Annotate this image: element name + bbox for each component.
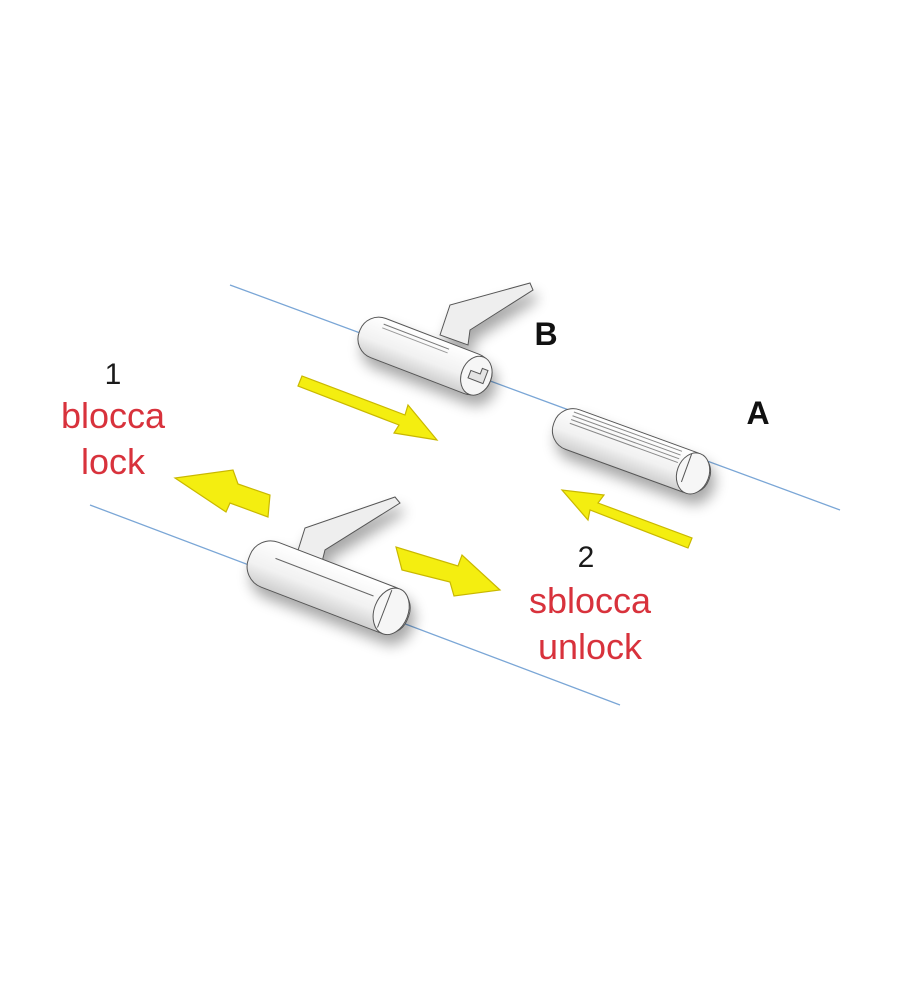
label-part-b: B: [534, 316, 558, 352]
step2-italian: sblocca: [528, 580, 652, 621]
bottom-clip: [246, 496, 411, 636]
arrow-b-toward-a: [297, 375, 439, 441]
step2-english: unlock: [537, 626, 643, 667]
fishing-line-top: [229, 284, 841, 511]
step1-italian: blocca: [60, 395, 166, 436]
part-b-clip: [357, 282, 534, 396]
label-part-a: A: [746, 395, 770, 431]
step1-number: 1: [104, 358, 122, 391]
step2-number: 2: [577, 541, 595, 574]
arrow-unlock: [395, 546, 502, 597]
step1-english: lock: [80, 441, 146, 482]
arrow-a-toward-b: [560, 489, 693, 549]
part-a-stopper: [551, 408, 712, 495]
arrow-lock: [173, 469, 271, 518]
